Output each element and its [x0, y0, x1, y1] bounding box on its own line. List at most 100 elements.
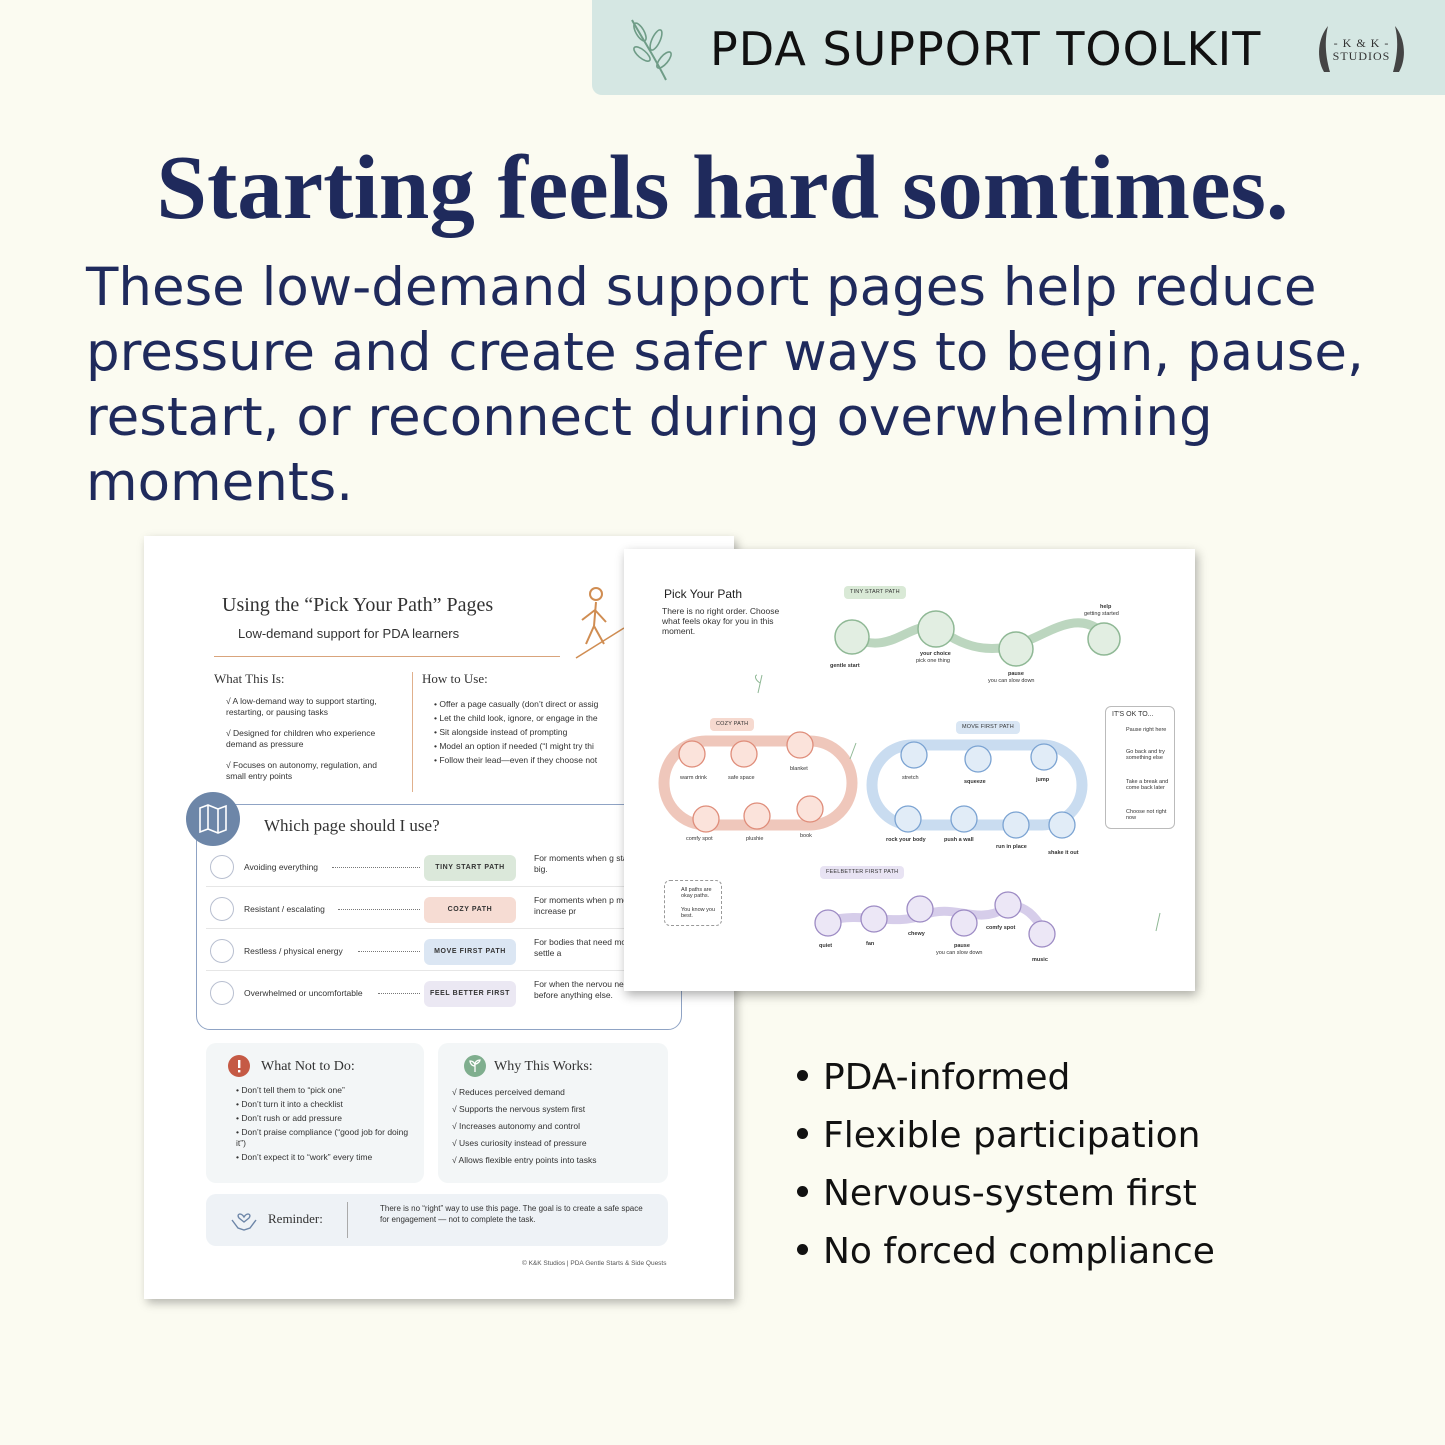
list-item: • Don’t expect it to “work” every time	[236, 1152, 373, 1162]
warning-icon	[228, 1055, 250, 1077]
cozy-tag: COZY PATH	[710, 718, 755, 731]
reminder-text: There is no “right” way to use this page…	[380, 1204, 643, 1224]
copyright: © K&K Studios | PDA Gentle Starts & Side…	[522, 1260, 667, 1267]
hands-heart-icon	[231, 1213, 257, 1231]
list-item: √ Supports the nervous system first	[452, 1104, 586, 1114]
all-paths-note: All paths are okay paths. You know you b…	[664, 880, 722, 926]
list-item: • Don’t praise compliance (“good job for…	[236, 1127, 409, 1148]
tiny-start-pill: TINY START PATH	[424, 855, 516, 881]
note-text: You know you best.	[681, 907, 716, 919]
list-item: √ Designed for children who experience d…	[226, 728, 376, 749]
step-label: warm drink	[680, 775, 707, 781]
tiny-start-tag: TINY START PATH	[844, 586, 906, 599]
step-label: shake it out	[1048, 850, 1079, 856]
list-item: • Offer a page casually (don’t direct or…	[434, 699, 599, 709]
feature-text: PDA-informed	[823, 1057, 1071, 1098]
list-item: • Model an option if needed (“I might tr…	[434, 741, 594, 751]
row-description: For moments when g started feels big.	[534, 853, 663, 874]
list-item: √ Focuses on autonomy, regulation, and s…	[226, 760, 377, 781]
list-item: √ Increases autonomy and control	[452, 1121, 580, 1131]
map-icon	[186, 792, 240, 846]
bullet-icon	[797, 1069, 808, 1081]
ok-item: Take a break and come back later	[1126, 779, 1169, 791]
bullet-icon	[797, 1127, 808, 1139]
which-page-heading: Which page should I use?	[264, 816, 440, 835]
feature-text: Flexible participation	[823, 1115, 1201, 1156]
step-label: pause	[954, 943, 970, 949]
step-sublabel: you can slow down	[988, 678, 1035, 684]
divider	[214, 656, 560, 657]
leaf-sprig-icon	[631, 19, 672, 81]
list-item: • Don’t tell them to “pick one”	[236, 1085, 345, 1095]
leader-dots	[378, 993, 420, 994]
step-label: quiet	[819, 943, 833, 949]
what-not-panel: What Not to Do: • Don’t tell them to “pi…	[206, 1043, 424, 1183]
table-row: Overwhelmed or uncomfortable FEEL BETTER…	[206, 975, 668, 1013]
feature-text: Nervous-system first	[823, 1173, 1197, 1214]
what-this-is-heading: What This Is:	[214, 671, 285, 686]
intro-text: These low-demand support pages help redu…	[86, 257, 1364, 513]
why-heading: Why This Works:	[494, 1059, 593, 1074]
step-label: help	[1100, 604, 1112, 610]
note-text: All paths are okay paths.	[681, 887, 712, 899]
step-label: comfy spot	[986, 925, 1016, 931]
cozy-pill: COZY PATH	[424, 897, 516, 923]
leader-dots	[358, 951, 420, 952]
step-label: run in place	[996, 844, 1027, 850]
sprout-icon	[464, 1055, 486, 1077]
step-label: fan	[866, 941, 875, 947]
feature-item: Flexible participation	[797, 1113, 1215, 1171]
what-not-list: • Don’t tell them to “pick one” • Don’t …	[236, 1085, 416, 1166]
reminder-title: Reminder:	[268, 1211, 323, 1226]
path-map	[658, 610, 1161, 948]
feature-list: PDA-informed Flexible participation Nerv…	[797, 1055, 1215, 1287]
list-item: • Don’t turn it into a checklist	[236, 1099, 343, 1109]
row-description: For bodies that need movement to settle …	[534, 937, 664, 958]
step-label: stretch	[902, 775, 919, 781]
row-label: Avoiding everything	[244, 862, 319, 872]
feel-better-tag: FEELBETTER FIRST PATH	[820, 866, 905, 879]
bullet-icon	[797, 1243, 808, 1255]
what-not-heading: What Not to Do:	[261, 1059, 355, 1074]
feature-item: Nervous-system first	[797, 1171, 1215, 1229]
ok-item: Choose not right now	[1126, 809, 1167, 821]
top-banner: PDA SUPPORT TOOLKIT - K & K - STUDIOS	[592, 0, 1445, 95]
logo-line-1: - K & K -	[1333, 36, 1390, 50]
reminder-box: Reminder: There is no “right” way to use…	[206, 1194, 668, 1246]
what-this-is-list: √ A low-demand way to support starting, …	[226, 696, 396, 787]
list-item: • Don’t rush or add pressure	[236, 1113, 342, 1123]
logo-line-2: STUDIOS	[1332, 49, 1391, 63]
step-label: rock your body	[886, 837, 926, 843]
bullet-icon	[797, 1185, 808, 1197]
step-label: gentle start	[830, 663, 860, 669]
table-row: Avoiding everything TINY START PATH For …	[206, 849, 663, 887]
brand-logo: - K & K - STUDIOS	[1314, 22, 1409, 76]
headline: Starting feels hard somtimes.	[156, 137, 1289, 238]
row-description: For moments when p more will increase pr	[534, 895, 650, 916]
step-sublabel: pick one thing	[916, 658, 950, 664]
step-label: push a wall	[944, 837, 974, 843]
step-label: plushie	[746, 836, 764, 842]
step-label: safe space	[728, 775, 755, 781]
list-item: • Let the child look, ignore, or engage …	[434, 713, 598, 723]
step-label: jump	[1036, 777, 1050, 783]
walking-person-icon	[575, 587, 625, 659]
its-ok-heading: IT'S OK TO...	[1112, 711, 1154, 718]
path-page-title: Pick Your Path	[664, 587, 743, 601]
how-to-use-heading: How to Use:	[422, 671, 488, 686]
step-label: chewy	[908, 931, 925, 937]
ok-item: Pause right here	[1126, 727, 1167, 733]
leader-dots	[332, 867, 420, 868]
its-ok-box: IT'S OK TO... Pause right here Go back a…	[1105, 706, 1175, 829]
row-label: Overwhelmed or uncomfortable	[244, 988, 363, 998]
leader-dots	[338, 909, 420, 910]
list-item: √ Reduces perceived demand	[452, 1087, 565, 1097]
step-sublabel: getting started	[1084, 611, 1119, 617]
divider	[347, 1202, 348, 1238]
guide-subtitle: Low-demand support for PDA learners	[238, 626, 460, 641]
list-item: • Follow their lead—even if they choose …	[434, 755, 598, 765]
step-label: squeeze	[964, 779, 986, 785]
step-label: pause	[1008, 671, 1024, 677]
row-label: Restless / physical energy	[244, 946, 343, 956]
move-first-tag: MOVE FIRST PATH	[956, 721, 1020, 734]
